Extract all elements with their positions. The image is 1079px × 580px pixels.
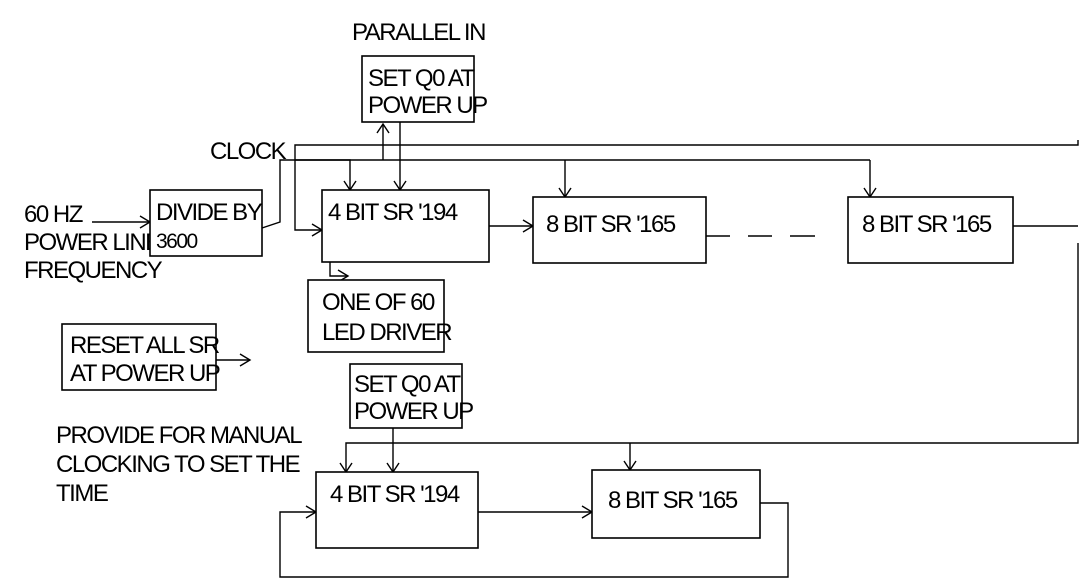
arrow-icon [239, 353, 252, 367]
set-q0-bottom-line-2: POWER UP [354, 398, 473, 425]
set-q0-bottom-line-1: SET Q0 AT [354, 371, 461, 398]
bottom-loop-wire [279, 502, 789, 578]
divide-by-line-1: DIVIDE BY [156, 199, 263, 226]
sr165-a-block: 8 BIT SR '165 [532, 196, 707, 264]
sr165-bottom-label: 8 BIT SR '165 [608, 487, 738, 514]
sr165-b-label: 8 BIT SR '165 [862, 211, 992, 238]
bottom-bus-wire [345, 243, 1079, 472]
power-line-label-3: FREQUENCY [24, 257, 163, 284]
manual-clock-note-1: PROVIDE FOR MANUAL [56, 422, 302, 449]
parallel-in-label: PARALLEL IN [352, 19, 485, 46]
led-driver-line-2: LED DRIVER [322, 319, 452, 346]
power-line-label-2: POWER LINE [24, 229, 160, 256]
set-q0-bottom-block: SET Q0 AT POWER UP [349, 363, 475, 429]
sr194-bottom-block: 4 BIT SR '194 [315, 471, 479, 549]
sr194-top-clock-wire [295, 159, 351, 190]
arrow-icon [376, 122, 390, 134]
manual-clock-note-3: TIME [56, 480, 108, 507]
reset-all-block: RESET ALL SR AT POWER UP [61, 323, 221, 391]
divide-by-line-2: 3600 [156, 230, 198, 253]
sr194-to-led-wire [329, 262, 348, 277]
power-line-label-1: 60 HZ [24, 201, 83, 228]
led-driver-block: ONE OF 60 LED DRIVER [307, 279, 454, 353]
clock-wire [261, 159, 870, 229]
clock-label: CLOCK [210, 138, 287, 165]
divide-by-block: DIVIDE BY 3600 [149, 189, 264, 257]
manual-clock-note-2: CLOCKING TO SET THE [56, 451, 300, 478]
feedback-wire-top [294, 140, 1079, 231]
reset-all-line-1: RESET ALL SR [70, 332, 220, 359]
sr165-bottom-block: 8 BIT SR '165 [591, 469, 761, 539]
sr194-top-block: 4 BIT SR '194 [321, 189, 490, 263]
sr165-b-block: 8 BIT SR '165 [847, 196, 1014, 264]
set-q0-top-line-1: SET Q0 AT [368, 65, 475, 92]
led-driver-line-1: ONE OF 60 [322, 289, 435, 316]
sr194-top-label: 4 BIT SR '194 [328, 199, 458, 226]
reset-all-line-2: AT POWER UP [70, 360, 220, 387]
set-q0-top-block: SET Q0 AT POWER UP [361, 55, 489, 123]
sr165-a-label: 8 BIT SR '165 [546, 211, 676, 238]
sr194-bottom-label: 4 BIT SR '194 [330, 481, 460, 508]
set-q0-top-line-2: POWER UP [368, 92, 487, 119]
